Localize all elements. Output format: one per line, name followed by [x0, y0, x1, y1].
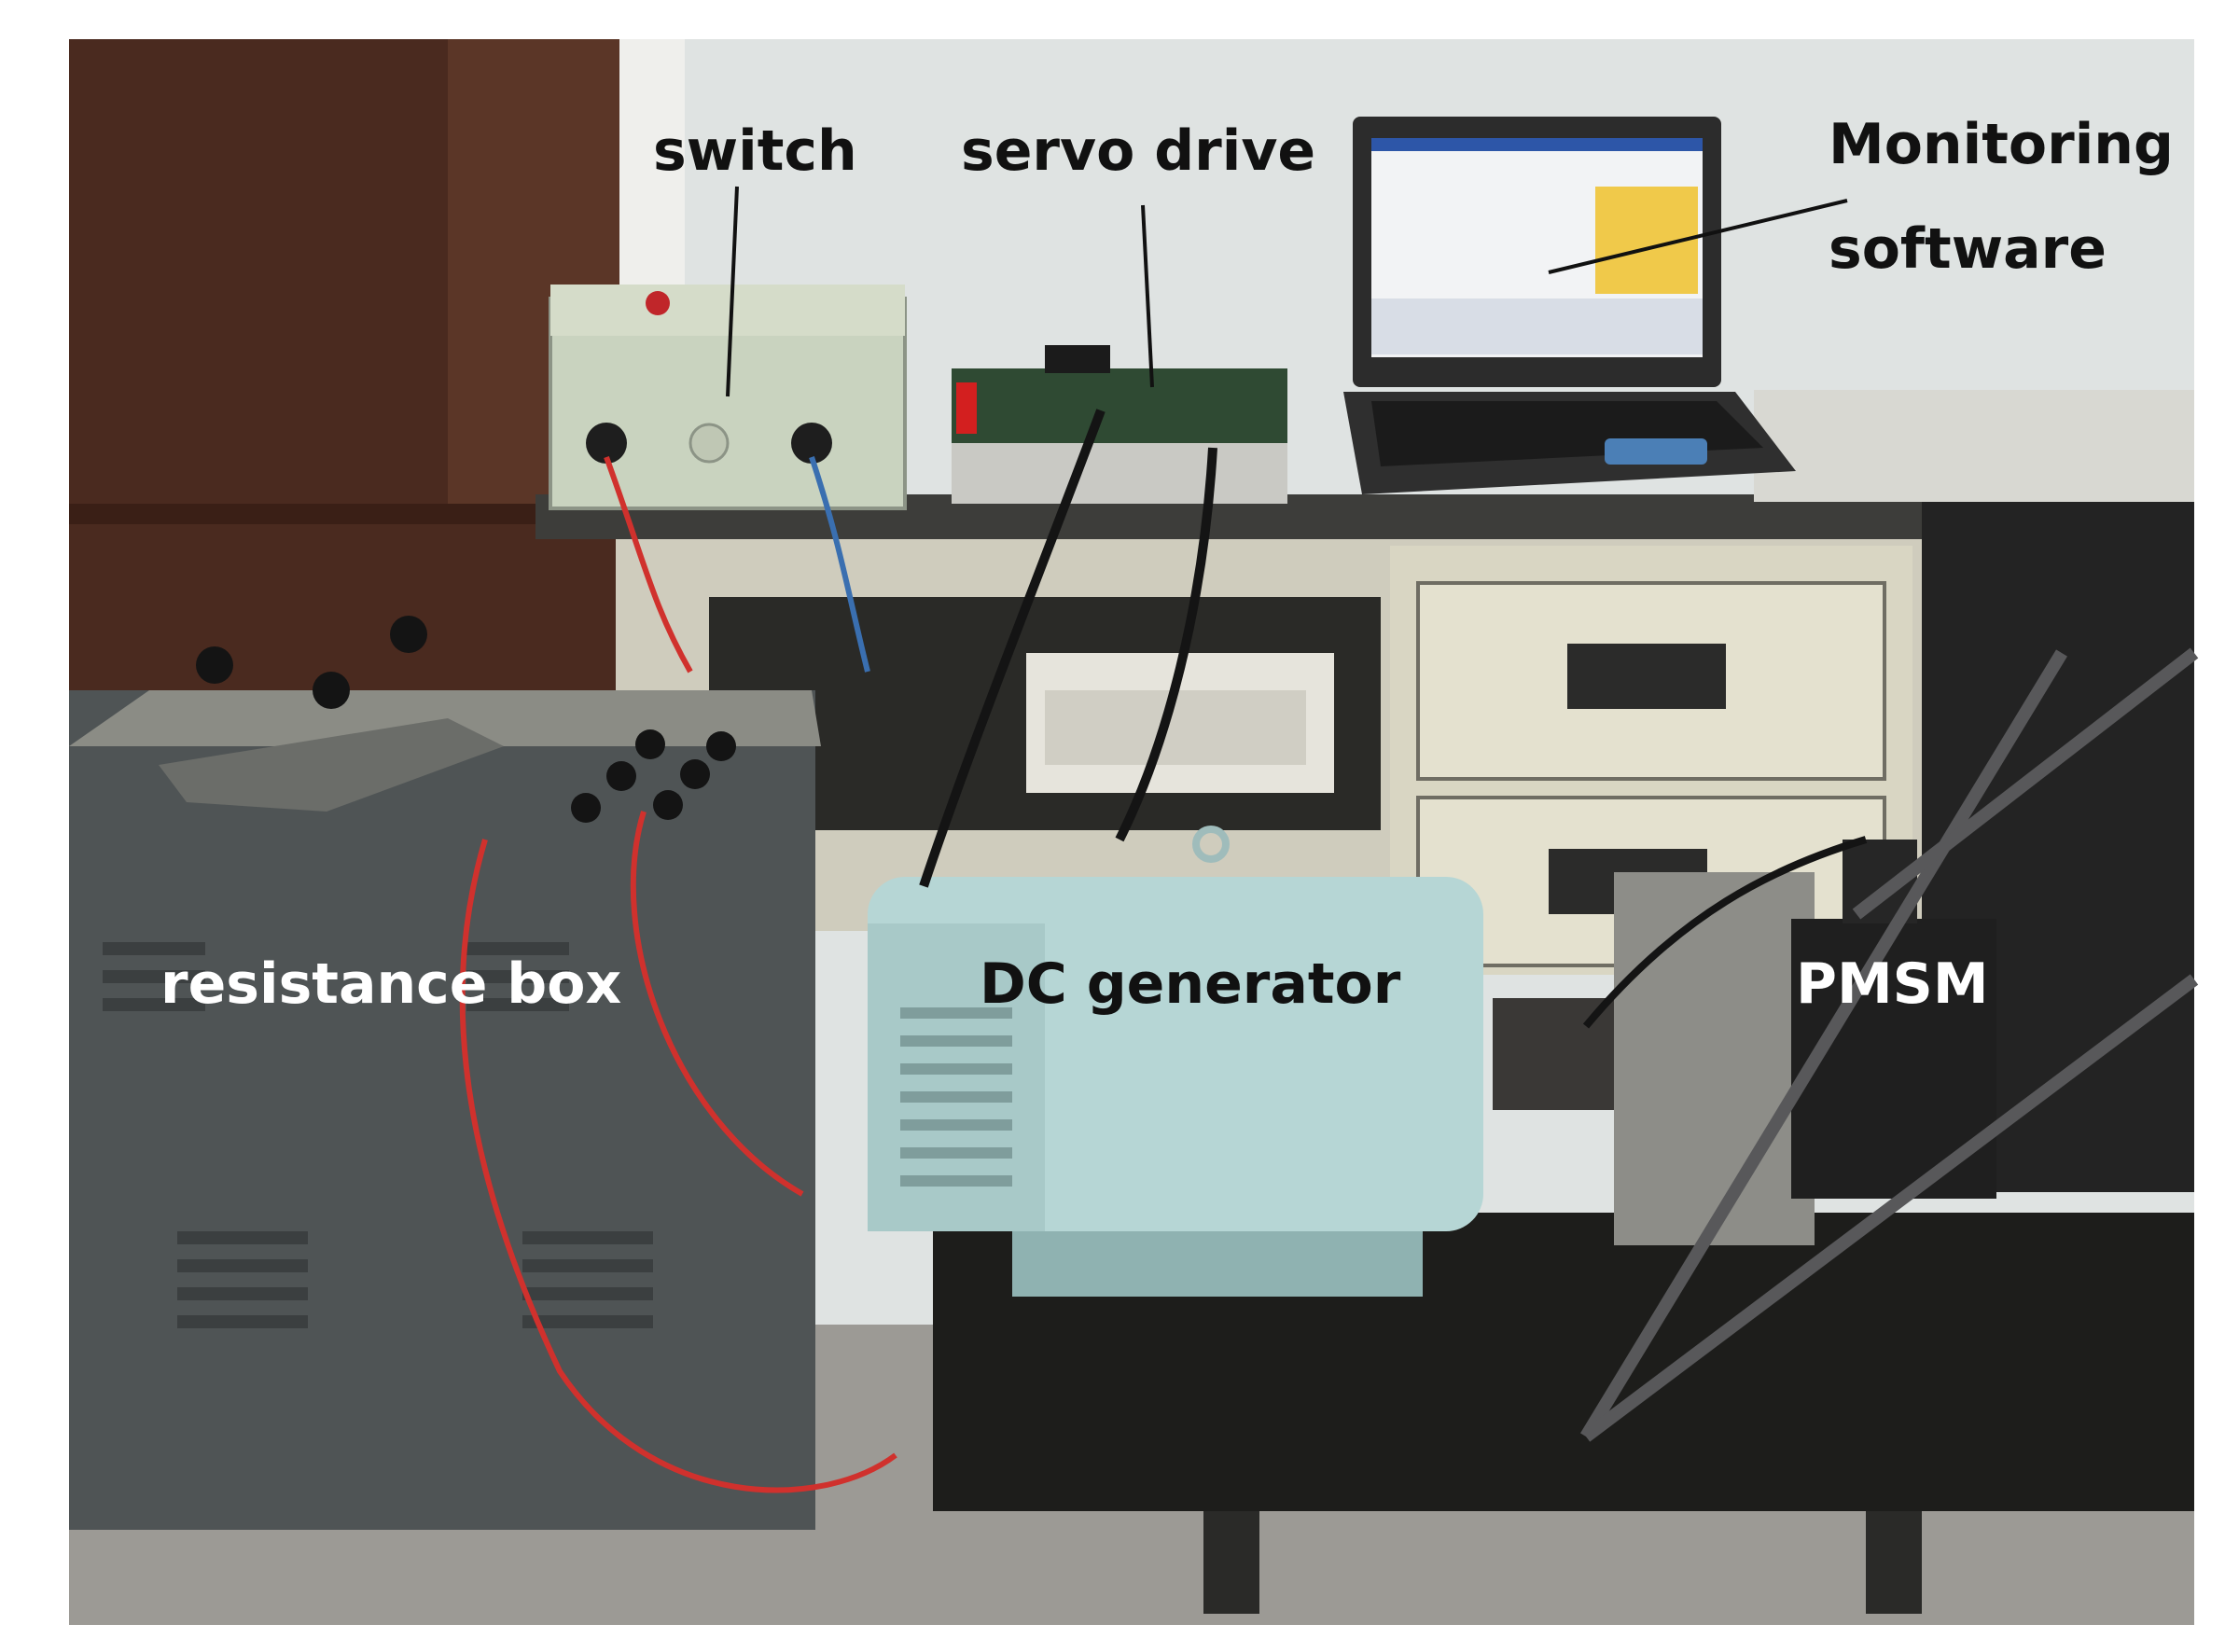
label-servo-drive: servo drive — [961, 118, 1316, 184]
label-monitoring-line2: software — [1829, 216, 2107, 282]
resistance-box-knobs — [196, 616, 736, 823]
switch-red-button — [646, 291, 670, 315]
side-table — [1754, 390, 2194, 502]
servo-drive-base — [952, 438, 1287, 504]
laptop-screen-titlebar — [1371, 138, 1703, 151]
servo-drive-board — [952, 368, 1287, 443]
label-switch: switch — [653, 118, 857, 184]
door-lower-panel — [69, 504, 535, 524]
resistance-box-handle — [159, 718, 504, 812]
servo-drive-display — [956, 382, 977, 434]
label-dc-generator: DC generator — [980, 951, 1401, 1017]
label-monitoring-line1: Monitoring — [1829, 112, 2174, 177]
dc-generator-vents — [900, 1007, 1012, 1187]
label-pmsm: PMSM — [1796, 951, 1989, 1017]
photo-frame — [69, 39, 2199, 1625]
dc-generator-base — [1012, 1231, 1423, 1297]
dc-generator-eyebolt — [1192, 826, 1230, 863]
leader-lines — [726, 186, 1848, 397]
guard-rails — [1580, 647, 2199, 1442]
laptop-screen-bottom — [1371, 298, 1703, 354]
switch-hole-left — [586, 423, 627, 464]
leader-servo-drive — [1141, 204, 1154, 388]
bench-leg-left — [1203, 1511, 1259, 1614]
switch-hole-mid — [688, 423, 730, 464]
resistance-box — [69, 690, 815, 1530]
cables — [459, 409, 1868, 1493]
drawer-top-handle — [1567, 644, 1726, 709]
bench-leg-right — [1866, 1511, 1922, 1614]
resistance-box-top — [69, 690, 821, 746]
leader-switch — [726, 186, 739, 397]
resistance-box-vents — [103, 942, 653, 1328]
switch-hole-right — [791, 423, 832, 464]
laptop-sticker — [1605, 438, 1707, 465]
pmsm-mount — [1614, 872, 1815, 1245]
switch-box-lid — [550, 285, 905, 336]
leader-monitoring-software — [1548, 199, 1848, 274]
servo-drive-module — [1045, 345, 1110, 373]
label-resistance-box: resistance box — [160, 951, 622, 1017]
